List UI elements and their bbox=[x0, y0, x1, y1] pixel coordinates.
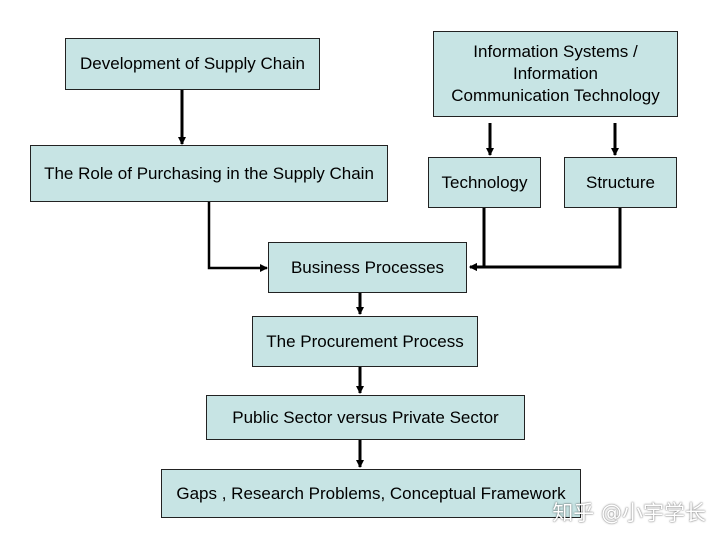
node-info-systems-label: Information Systems / Information Commun… bbox=[451, 42, 660, 105]
node-business-processes-label: Business Processes bbox=[290, 257, 445, 277]
node-procurement-process: The Procurement Process bbox=[252, 316, 478, 367]
watermark-text: 知乎 @小宇学长 bbox=[552, 501, 706, 525]
node-technology: Technology bbox=[428, 157, 541, 208]
node-public-private-label: Public Sector versus Private Sector bbox=[232, 407, 499, 427]
node-gaps-label: Gaps , Research Problems, Conceptual Fra… bbox=[176, 483, 566, 503]
node-information-systems: Information Systems / Information Commun… bbox=[433, 31, 678, 117]
node-structure: Structure bbox=[564, 157, 677, 208]
node-role-of-purchasing: The Role of Purchasing in the Supply Cha… bbox=[30, 145, 388, 202]
node-development-label: Development of Supply Chain bbox=[80, 54, 305, 73]
node-development-of-supply-chain: Development of Supply Chain bbox=[65, 38, 320, 90]
node-structure-label: Structure bbox=[586, 172, 655, 192]
node-gaps-research-problems: Gaps , Research Problems, Conceptual Fra… bbox=[161, 469, 581, 518]
arrow-technology-to-business bbox=[469, 208, 486, 271]
node-procurement-label: The Procurement Process bbox=[266, 331, 464, 351]
arrow-structure-to-business bbox=[469, 208, 622, 271]
node-business-processes: Business Processes bbox=[268, 242, 467, 293]
node-public-vs-private: Public Sector versus Private Sector bbox=[206, 395, 525, 440]
node-role-purchasing-label: The Role of Purchasing in the Supply Cha… bbox=[44, 163, 374, 183]
arrow-role-to-business bbox=[207, 202, 268, 272]
node-technology-label: Technology bbox=[441, 172, 528, 192]
